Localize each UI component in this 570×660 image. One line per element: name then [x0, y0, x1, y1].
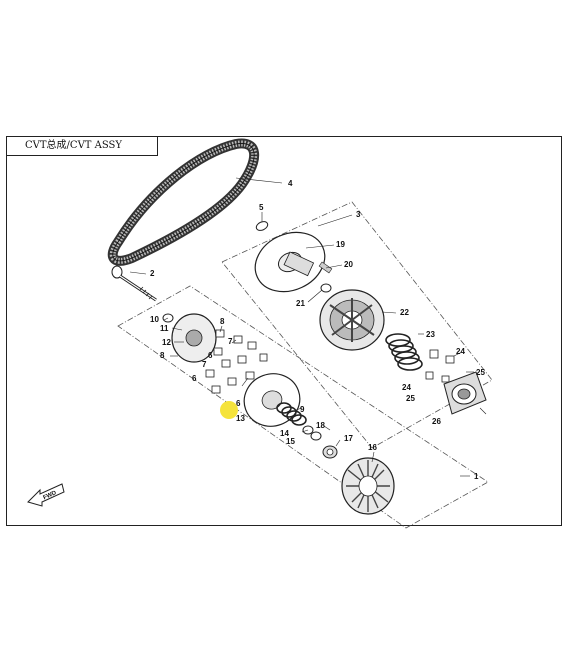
- drive-spring: [276, 402, 338, 459]
- drive-ramp-plate: [162, 313, 268, 394]
- diagram-title: CVT总成/CVT ASSY: [6, 136, 158, 156]
- drive-fixed-sheave-fan: [341, 457, 395, 515]
- callout-leaders: [129, 177, 487, 477]
- callout-14: 14: [280, 429, 289, 438]
- callout-21: 21: [296, 299, 305, 308]
- callout-11: 11: [160, 324, 169, 333]
- callout-24a: 24: [456, 347, 465, 356]
- drive-belt: [107, 138, 260, 266]
- drive-assembly-outline: [117, 285, 489, 529]
- callout-15: 15: [286, 437, 295, 446]
- callout-3: 3: [356, 210, 361, 219]
- callout-10: 10: [150, 315, 159, 324]
- callout-18: 18: [316, 421, 325, 430]
- highlight-marker: [220, 401, 238, 419]
- callout-13: 13: [236, 414, 245, 423]
- diagram-frame: [6, 136, 562, 526]
- callout-20: 20: [344, 260, 353, 269]
- driven-fixed-sheave: [254, 221, 333, 293]
- callout-6b: 6: [192, 374, 197, 383]
- callout-23: 23: [426, 330, 435, 339]
- callout-17: 17: [344, 434, 353, 443]
- callout-25a: 25: [476, 368, 485, 377]
- callout-2: 2: [150, 269, 155, 278]
- callout-1: 1: [474, 472, 479, 481]
- callout-8b: 8: [160, 351, 165, 360]
- callout-9: 9: [300, 405, 305, 414]
- bolt-part: [111, 265, 157, 302]
- callout-25b: 25: [406, 394, 415, 403]
- forward-direction-arrow: FWD: [27, 483, 65, 507]
- callout-7b: 7: [202, 360, 207, 369]
- callout-16: 16: [368, 443, 377, 452]
- driven-assembly-outline: [221, 201, 493, 449]
- callout-5: 5: [259, 203, 264, 212]
- callout-12: 12: [162, 338, 171, 347]
- fwd-label: FWD: [43, 490, 59, 501]
- callout-24b: 24: [402, 383, 411, 392]
- callout-7a: 7: [228, 337, 233, 346]
- callout-labels: 4 5 3 19 20 2 21 22 10 11 8 12 7 6 8 7 6…: [150, 179, 485, 481]
- callout-8a: 8: [220, 317, 225, 326]
- callout-6a: 6: [208, 351, 213, 360]
- callout-4: 4: [288, 179, 293, 188]
- driven-spring: [385, 333, 423, 371]
- cam-housing: [425, 349, 487, 415]
- callout-22: 22: [400, 308, 409, 317]
- driven-moving-sheave: [319, 289, 385, 351]
- callout-19: 19: [336, 240, 345, 249]
- callout-26: 26: [432, 417, 441, 426]
- callout-6c: 6: [236, 399, 241, 408]
